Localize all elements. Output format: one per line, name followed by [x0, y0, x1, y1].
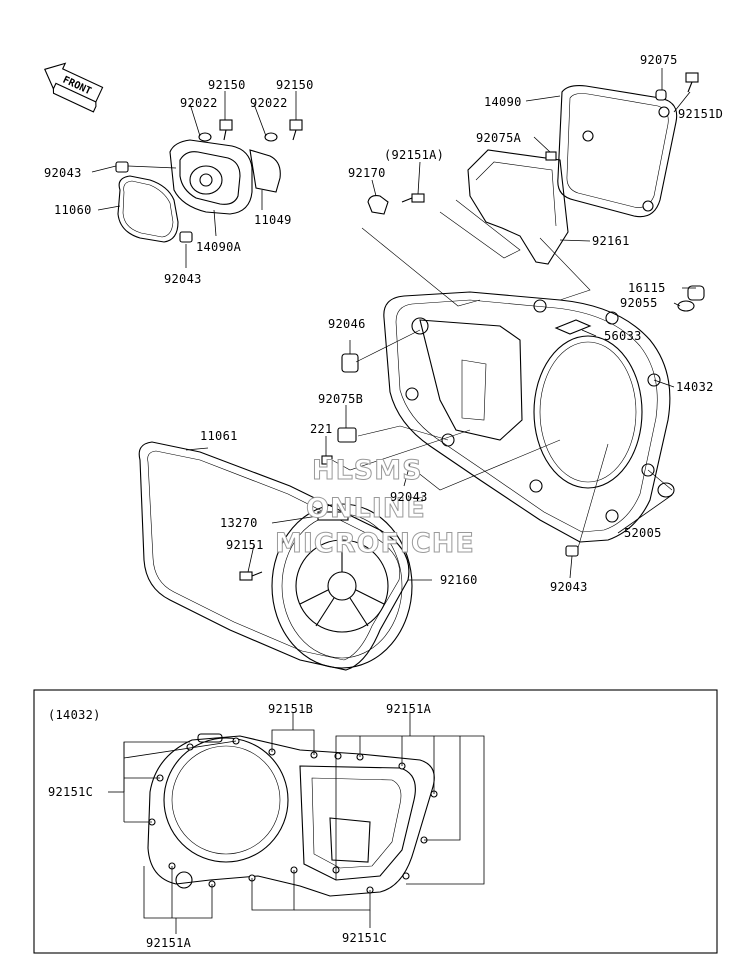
part-label: 92161	[592, 234, 630, 248]
part-label: 92043	[164, 272, 202, 286]
part-label: 92075B	[318, 392, 364, 406]
watermark-line-1: HLSMS	[312, 455, 423, 487]
cover-92160	[239, 503, 413, 669]
part-label: 92022	[180, 96, 218, 110]
pump-cover-assembly	[115, 119, 303, 243]
plate-92161	[467, 149, 569, 265]
part-label: 221	[310, 422, 333, 436]
part-label: 92075	[640, 53, 678, 67]
inset-part-label: 92151B	[268, 702, 314, 716]
part-label: 56033	[604, 329, 642, 343]
part-label: 92055	[620, 296, 658, 310]
part-label: 92043	[390, 490, 428, 504]
part-label: 14090	[484, 95, 522, 109]
inset-part-label: 92151A	[386, 702, 432, 716]
part-label: 92043	[550, 580, 588, 594]
watermark-line-2: ONLINE	[306, 493, 426, 525]
part-label: 11049	[254, 213, 292, 227]
inset-part-label: 92151C	[48, 785, 94, 799]
part-label: 16115	[628, 281, 666, 295]
part-label: 92075A	[476, 131, 522, 145]
part-label: 92170	[348, 166, 386, 180]
gasket-11061	[138, 441, 410, 671]
clamp-92170	[367, 193, 425, 215]
part-label: 52005	[624, 526, 662, 540]
part-label: 92150	[276, 78, 314, 92]
part-label: 14032	[676, 380, 714, 394]
part-label: 92151	[226, 538, 264, 552]
inset-part-label: 92151C	[342, 931, 388, 945]
part-label: 14090A	[196, 240, 242, 254]
part-label: 92022	[250, 96, 288, 110]
leader-lines	[91, 68, 696, 581]
inset-detail-box	[33, 689, 718, 954]
inset-title: (14032)	[48, 708, 101, 722]
part-label: 13270	[220, 516, 258, 530]
part-label: 11061	[200, 429, 238, 443]
part-label: 92160	[440, 573, 478, 587]
part-label: 11060	[54, 203, 92, 217]
front-arrow-icon: FRONT	[44, 62, 104, 113]
part-label: 92046	[328, 317, 366, 331]
watermark-line-3: MICROFICHE	[275, 528, 475, 560]
inset-part-label: 92151A	[146, 936, 192, 950]
outer-cover-14090	[557, 72, 699, 218]
part-label: 92043	[44, 166, 82, 180]
part-label: (92151A)	[384, 148, 445, 162]
part-label: 92151D	[678, 107, 724, 121]
part-label: 92150	[208, 78, 246, 92]
inset-bolt-holes	[148, 737, 438, 894]
